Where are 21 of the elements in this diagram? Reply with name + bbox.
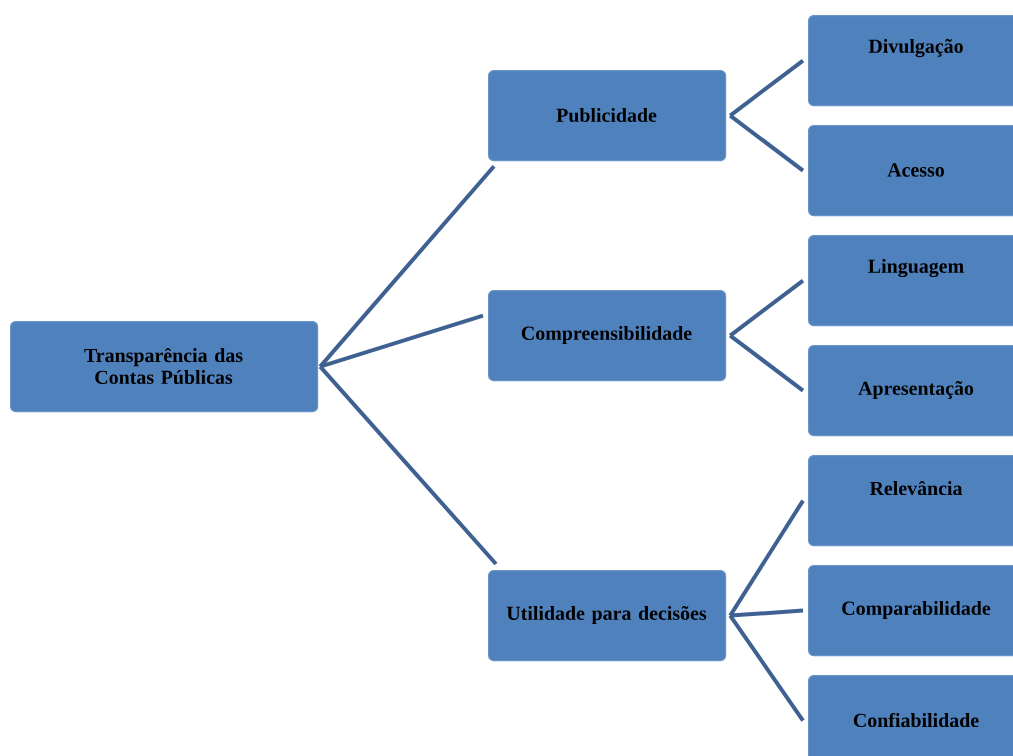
connector-line	[318, 164, 496, 368]
box: Utilidade para decisões	[488, 570, 727, 662]
box: Relevância	[808, 455, 1013, 547]
connector-line	[728, 614, 805, 722]
connector-line	[729, 59, 805, 118]
box: Transparência das Contas Públicas	[10, 321, 319, 413]
box: Compreensibilidade	[488, 290, 727, 382]
box: Divulgação	[808, 15, 1013, 107]
connector-line	[729, 279, 805, 338]
box: Publicidade	[488, 70, 727, 162]
box: Acesso	[808, 125, 1013, 217]
connector-line	[728, 499, 805, 617]
box: Comparabilidade	[808, 565, 1013, 657]
connector-line	[318, 365, 498, 566]
box: Linguagem	[808, 235, 1013, 327]
connector-line	[729, 114, 805, 173]
box: Confiabilidade	[808, 675, 1013, 756]
connector-line	[729, 334, 805, 393]
connector-line	[319, 313, 484, 369]
connector-line	[730, 608, 804, 618]
box: Apresentação	[808, 345, 1013, 437]
